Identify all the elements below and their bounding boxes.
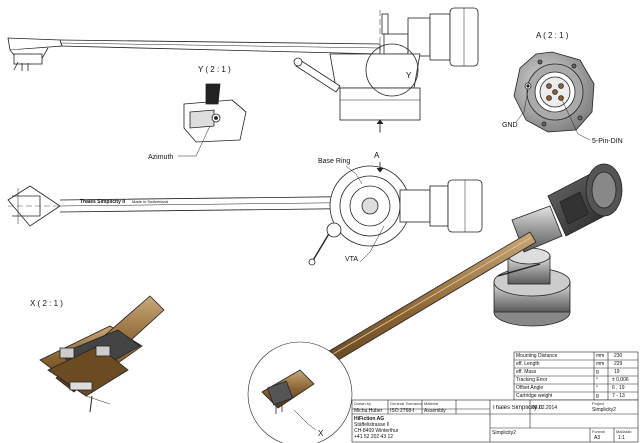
view-label-y: Y ( 2 : 1 )	[198, 65, 231, 74]
spec-unit: mm	[596, 361, 605, 367]
pin-din-label: 5-Pin-DIN	[592, 138, 623, 145]
spec-unit: °	[596, 377, 598, 383]
isometric-view	[247, 163, 623, 443]
tolerance: ISO 2768-f	[390, 408, 415, 414]
drawn-by-label: Drawn by	[354, 401, 371, 406]
spec-value: 229	[614, 361, 623, 367]
spec-name: Mounting Distance	[516, 353, 558, 359]
gnd-label: GND	[502, 122, 518, 129]
material-label: Material	[424, 401, 439, 406]
spec-value: 7 - 13	[612, 393, 625, 399]
arm-engraving-name: Thales Simplicity II	[80, 199, 126, 205]
project-label: Project	[592, 401, 605, 406]
company-city: CH-8409 Winterthur	[354, 428, 399, 434]
spec-name: Tracking Error	[516, 377, 548, 383]
company-phone: +41 52 202 43 12	[354, 434, 394, 440]
marker-x: X	[318, 429, 324, 438]
vta-label: VTA	[345, 256, 359, 263]
drawn-by: Micha Huber	[354, 408, 383, 414]
spec-unit: g	[596, 393, 599, 399]
spec-unit: g	[596, 369, 599, 375]
spec-unit: °	[596, 385, 598, 391]
material: Assembly	[424, 408, 446, 414]
company-name: HiFiction AG	[354, 416, 385, 422]
arm-engraving-origin: Made in Switzerland	[132, 199, 169, 204]
format-label: Format	[592, 429, 605, 434]
title-block-frame	[351, 351, 639, 443]
spec-value: 230	[614, 353, 623, 359]
spec-name: Cartridge weight	[516, 393, 553, 399]
detail-view-x	[39, 295, 165, 413]
view-label-a: A ( 2 : 1 )	[536, 31, 569, 40]
marker-a: A	[374, 151, 380, 160]
view-label-x: X ( 2 : 1 )	[30, 299, 63, 308]
spec-name: Offset Angle	[516, 385, 544, 391]
azimuth-label: Azimuth	[148, 154, 174, 161]
spec-value: ± 0,006	[612, 377, 629, 383]
detail-view-y	[178, 83, 247, 157]
drawing-date: 06.02.2014	[532, 405, 558, 411]
spec-name: eff. Length	[516, 361, 540, 367]
drawing-title: Thales Simplicity II	[492, 405, 543, 411]
format-value: A3	[594, 435, 601, 441]
spec-value: 6 , 19	[612, 385, 625, 391]
tolerance-label: General Tolerance	[390, 401, 423, 406]
project-name: Simplicity2	[592, 407, 616, 413]
spec-value: 19	[614, 369, 620, 375]
scale-label: Maßstab	[616, 429, 632, 434]
scale-value: 1:1	[618, 435, 625, 441]
detail-view-a	[513, 51, 595, 141]
spec-unit: mm	[596, 353, 605, 359]
spec-name: eff. Mass	[516, 369, 537, 375]
top-view	[7, 162, 483, 266]
company-street: Stäffelistrasse 6	[354, 422, 390, 428]
drawing-name: Simplicity2	[492, 430, 516, 436]
side-view	[7, 7, 479, 135]
base-ring-label: Base Ring	[318, 158, 351, 165]
marker-y: Y	[406, 71, 412, 80]
